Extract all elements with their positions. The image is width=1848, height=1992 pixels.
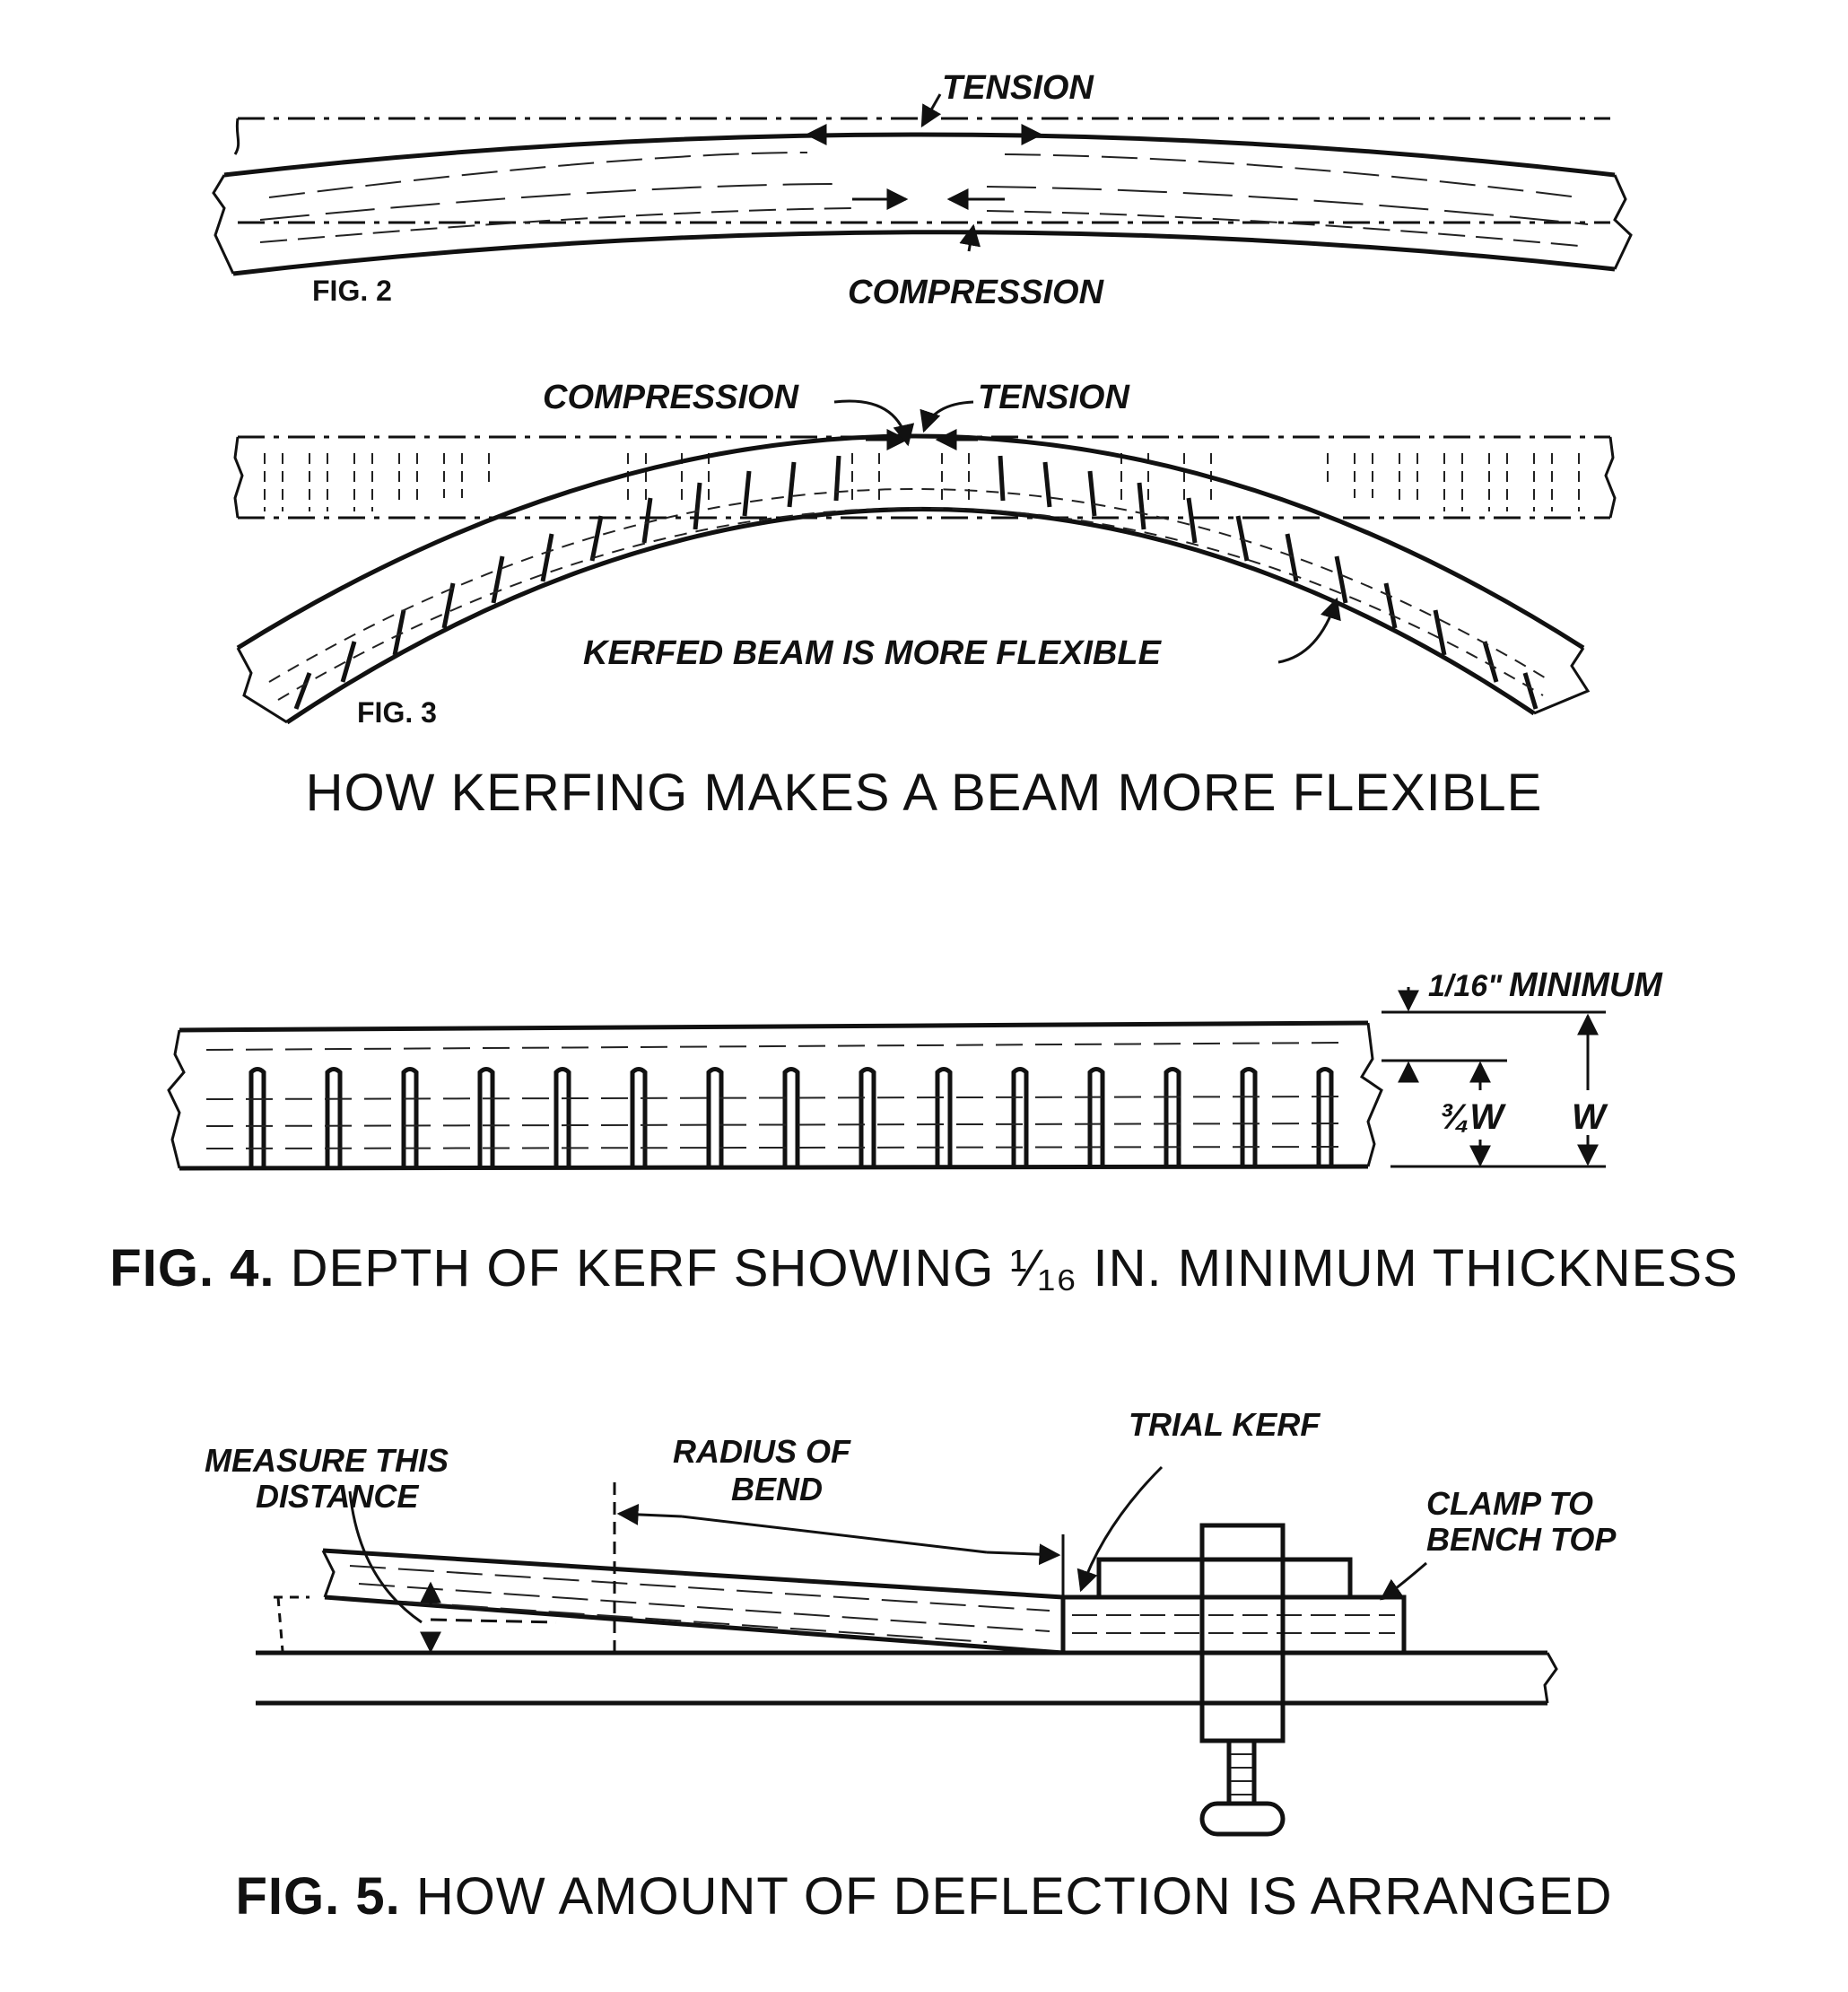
fig5-grain (349, 1565, 1050, 1643)
fig5-diagram: MEASURE THIS DISTANCE RADIUS OF BEND TRI… (205, 1406, 1617, 1837)
fig2-tension-label: TENSION (942, 69, 1094, 107)
caption-fig4-label: FIG. 4. (109, 1239, 275, 1297)
fig3-tension-label: TENSION (978, 379, 1130, 416)
fig5-clamp-block (1096, 1557, 1353, 1600)
fig5-measure-line2: DISTANCE (256, 1478, 419, 1515)
fig2-beam-bottom-edge (232, 230, 1616, 276)
caption-fig5: FIG. 5. HOW AMOUNT OF DEFLECTION IS ARRA… (0, 1866, 1848, 1926)
fig3-diagram: COMPRESSION TENSION KERFED BEAM IS MORE … (233, 379, 1617, 729)
fig5-measure-line1: MEASURE THIS (205, 1442, 449, 1479)
fig4-board-bottom (179, 1164, 1369, 1171)
fig5-radius-line1: RADIUS OF (673, 1433, 851, 1470)
fig2-figure-label: FIG. 2 (312, 275, 392, 307)
fig5-clamp-line2: BENCH TOP (1426, 1521, 1617, 1558)
caption-kerfing-flexibility: HOW KERFING MAKES A BEAM MORE FLEXIBLE (305, 764, 1543, 822)
fig5-radius-line2: BEND (731, 1471, 823, 1507)
caption-fig5-text: HOW AMOUNT OF DEFLECTION IS ARRANGED (400, 1867, 1613, 1926)
fig5-clamp-line1: CLAMP TO (1426, 1485, 1593, 1522)
caption-fig4-text: DEPTH OF KERF SHOWING ¹⁄₁₆ IN. MINIMUM T… (275, 1239, 1739, 1297)
fig3-compression-label: COMPRESSION (543, 379, 800, 416)
fig5-clamp-handle (1199, 1801, 1286, 1837)
fig4-kerfs (248, 1067, 1334, 1166)
fig4-fraction-label: 1/16" (1428, 969, 1503, 1003)
fig2-compression-label: COMPRESSION (848, 274, 1105, 311)
fig5-board-bottom (324, 1594, 1064, 1656)
fig4-three-quarter-w-label: ¾W (1440, 1097, 1506, 1137)
fig4-minimum-label: MINIMUM (1509, 966, 1663, 1004)
fig4-w-label: W (1572, 1097, 1608, 1137)
fig3-beam-top-edge (236, 433, 1585, 651)
fig4-diagram: 1/16" MINIMUM ¾W W (167, 966, 1663, 1171)
fig3-note-label: KERFED BEAM IS MORE FLEXIBLE (583, 634, 1163, 672)
fig3-radial-kerfs (293, 455, 1539, 710)
fig5-board-top (322, 1548, 1064, 1600)
fig3-straight-kerfs (264, 453, 1580, 511)
fig3-beam-bottom-edge (285, 507, 1536, 725)
fig2-diagram: TENSION COMPRESSION FIG. 2 (212, 69, 1633, 311)
fig2-beam-top-edge (223, 132, 1616, 178)
fig4-board-top (179, 1020, 1369, 1033)
fig5-trial-kerf-label: TRIAL KERF (1129, 1406, 1321, 1443)
fig4-grain (205, 1042, 1347, 1149)
fig3-figure-label: FIG. 3 (357, 696, 437, 729)
caption-fig5-label: FIG. 5. (235, 1867, 401, 1926)
caption-fig4: FIG. 4. DEPTH OF KERF SHOWING ¹⁄₁₆ IN. M… (0, 1238, 1848, 1298)
fig3-grain (268, 488, 1553, 701)
fig5-clamped-piece (1060, 1594, 1407, 1656)
